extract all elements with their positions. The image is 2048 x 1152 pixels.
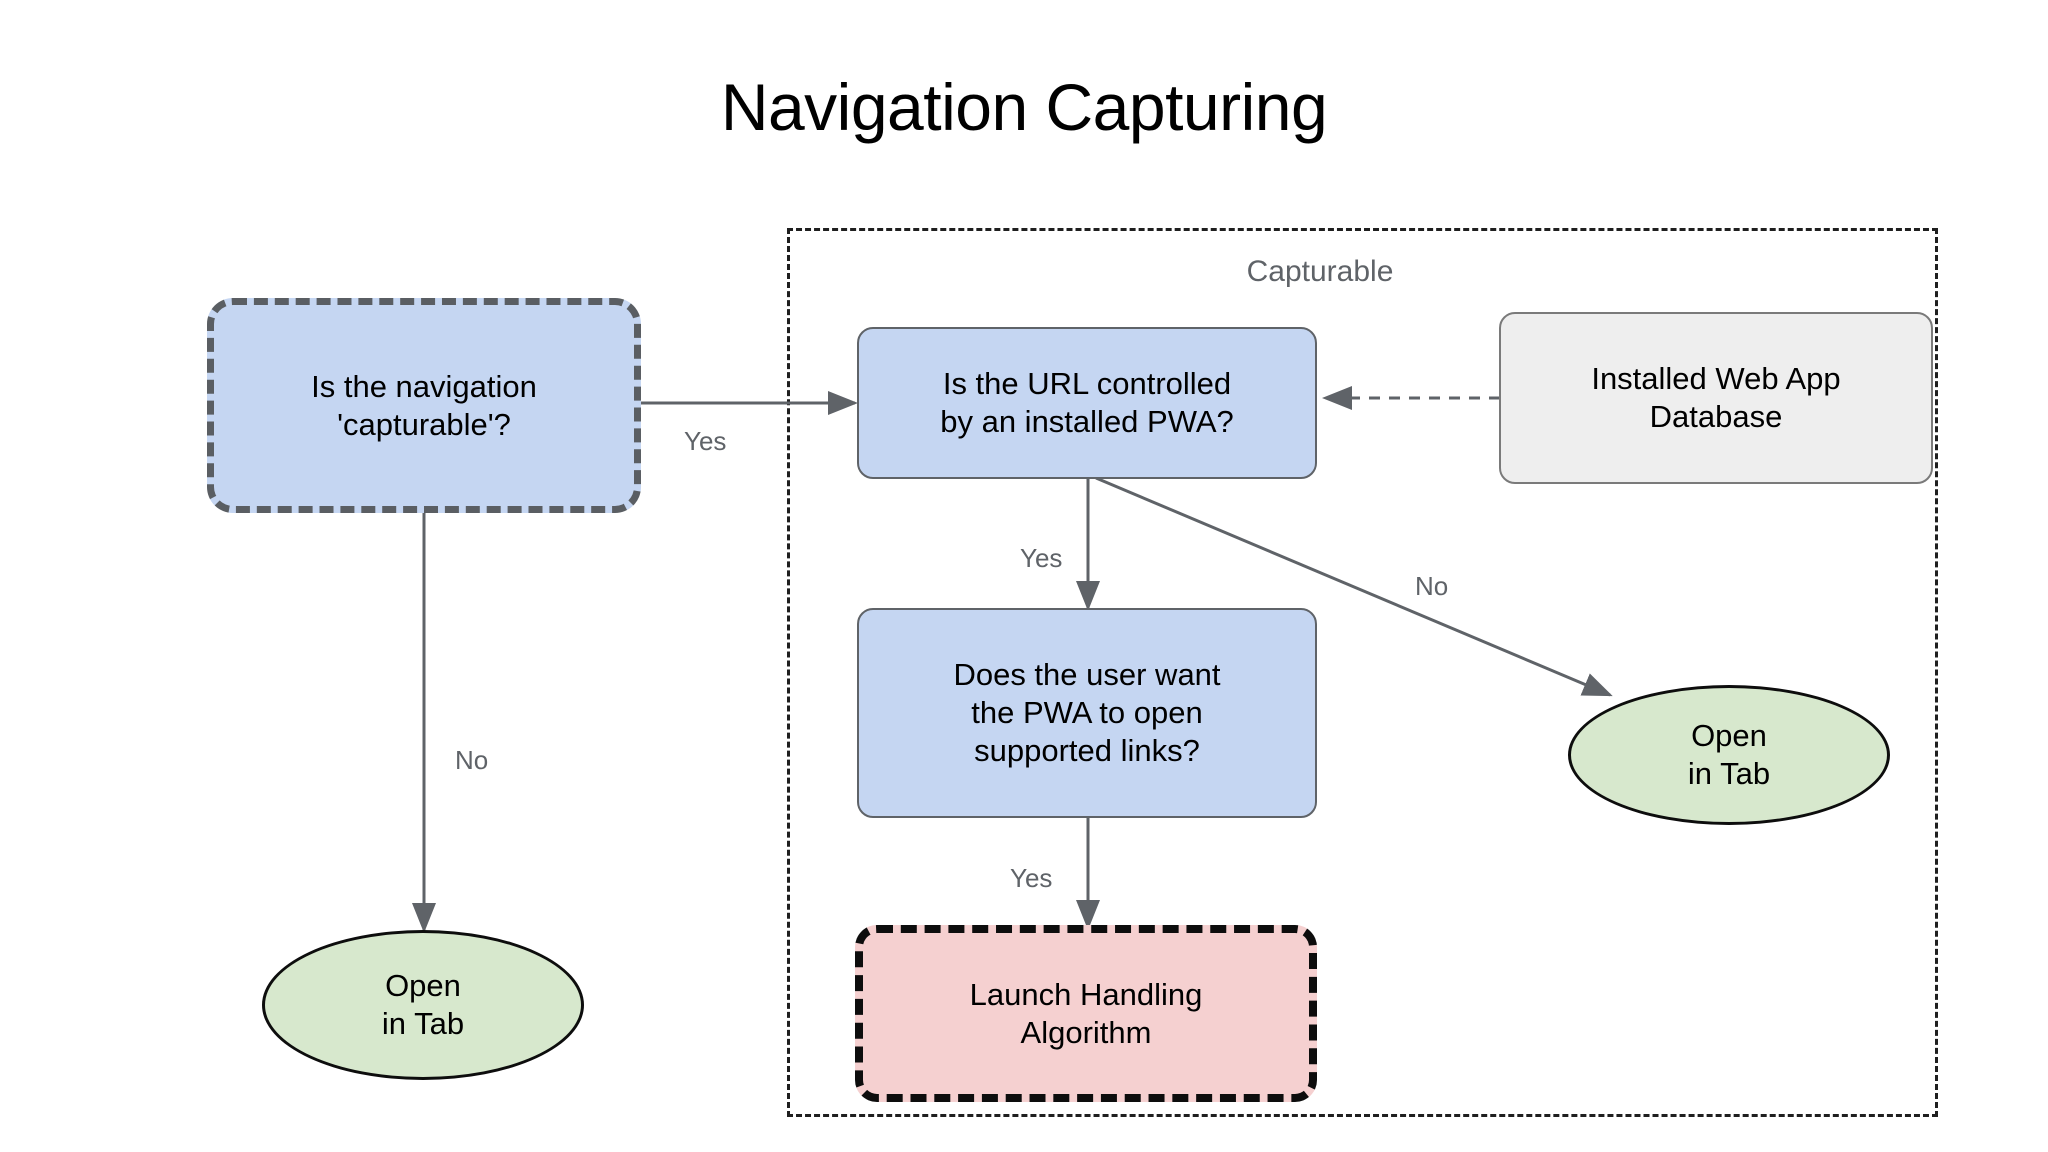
node-installed-web-app-database[interactable]: Installed Web App Database (1499, 312, 1933, 484)
edge-label-url-no: No (1415, 571, 1449, 601)
node-does-user-want-pwa[interactable]: Does the user want the PWA to open suppo… (857, 608, 1317, 818)
node-launch-handling-algorithm[interactable]: Launch Handling Algorithm (855, 925, 1317, 1102)
node-is-navigation-capturable[interactable]: Is the navigation 'capturable'? (207, 298, 641, 513)
node-open-in-tab-right[interactable]: Open in Tab (1568, 685, 1890, 825)
node-is-url-controlled[interactable]: Is the URL controlled by an installed PW… (857, 327, 1317, 479)
page-title: Navigation Capturing (720, 70, 1328, 144)
edge-label-capturable-yes: Yes (684, 426, 727, 456)
group-capturable-label: Capturable (1246, 255, 1394, 288)
group-capturable (787, 228, 1938, 1117)
edge-label-capturable-no: No (455, 745, 489, 775)
node-open-in-tab-left[interactable]: Open in Tab (262, 930, 584, 1080)
edge-label-user-yes: Yes (1010, 863, 1053, 893)
edge-label-url-yes: Yes (1020, 543, 1063, 573)
